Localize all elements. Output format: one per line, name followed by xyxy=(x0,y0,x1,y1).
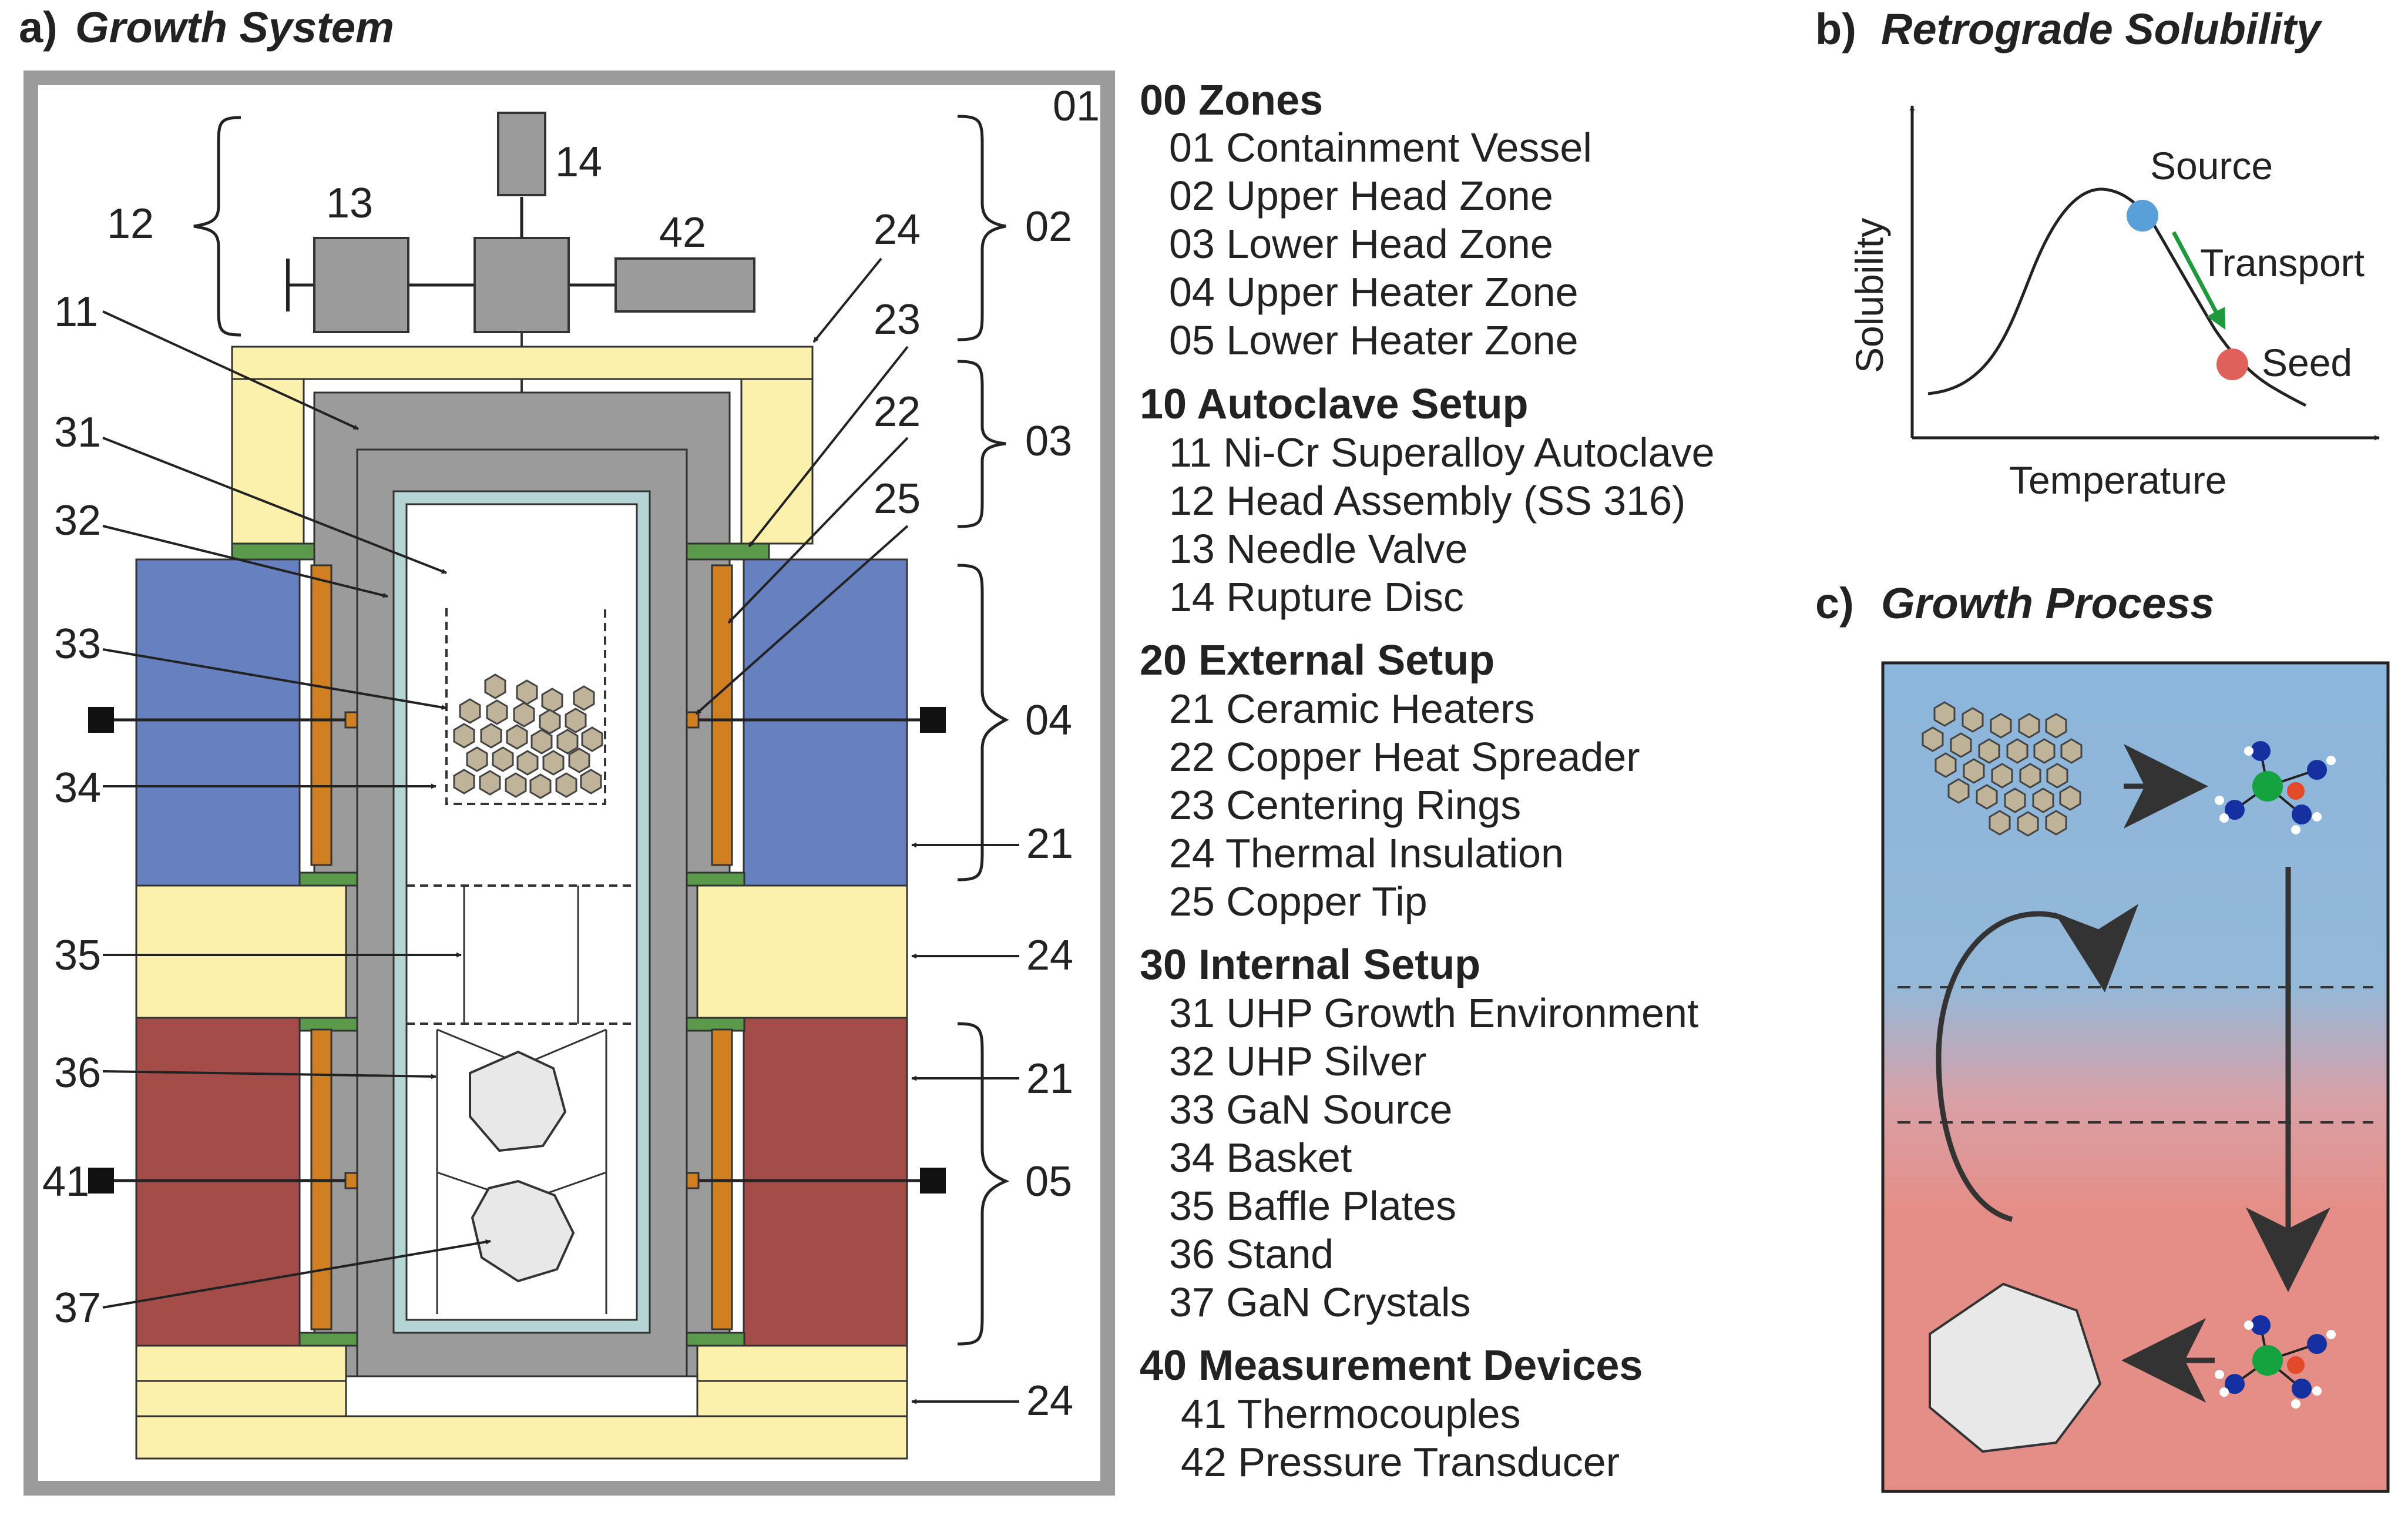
legend-header-zones: 00 Zones xyxy=(1140,77,1323,124)
label-14: 14 xyxy=(555,139,602,186)
legend-item: 41 Thermocouples xyxy=(1181,1391,1521,1437)
upper-insulation xyxy=(231,346,814,545)
baffle-plates xyxy=(407,884,637,1025)
legend-item: 14 Rupture Disc xyxy=(1169,574,1464,620)
legend-item: 02 Upper Head Zone xyxy=(1169,173,1553,219)
upper-heater-left xyxy=(135,558,301,887)
label-34: 34 xyxy=(54,765,101,812)
label-24-mid: 24 xyxy=(1026,932,1073,979)
legend-item: 25 Copper Tip xyxy=(1169,879,1428,924)
y-axis-label: Solubility xyxy=(1848,218,1891,373)
panel-a: a) Growth System xyxy=(19,3,1115,1496)
label-11: 11 xyxy=(54,289,98,336)
label-42: 42 xyxy=(659,209,706,256)
gan-crystals xyxy=(469,1050,575,1283)
zone-braces xyxy=(957,115,1010,1346)
legend-item: 31 UHP Growth Environment xyxy=(1169,990,1698,1036)
legend-item: 04 Upper Heater Zone xyxy=(1169,269,1579,315)
seed-crystal xyxy=(1929,1282,2102,1453)
label-24-bottom: 24 xyxy=(1026,1377,1073,1424)
label-37: 37 xyxy=(54,1285,101,1332)
label-36: 36 xyxy=(54,1050,101,1097)
label-21-upper: 21 xyxy=(1026,820,1073,867)
source-label: Source xyxy=(2150,144,2273,187)
legend-item: 34 Basket xyxy=(1169,1135,1352,1181)
legend-item: 12 Head Assembly (SS 316) xyxy=(1169,478,1685,524)
centering-rings xyxy=(231,542,770,1347)
legend-header-external: 20 External Setup xyxy=(1140,637,1494,684)
right-callouts xyxy=(695,257,1019,1404)
panel-b-title: Retrograde Solubility xyxy=(1881,5,2323,53)
legend-item: 33 GaN Source xyxy=(1169,1087,1452,1132)
label-01: 01 xyxy=(1053,83,1100,130)
legend-header-internal: 30 Internal Setup xyxy=(1140,941,1480,988)
legend-item: 36 Stand xyxy=(1169,1231,1334,1277)
transport-label: Transport xyxy=(2200,241,2365,284)
panel-c: c) Growth Process xyxy=(1815,579,2390,1493)
brace-12 xyxy=(193,116,241,337)
seed-label: Seed xyxy=(2262,341,2352,384)
head-block xyxy=(473,237,570,333)
panel-c-title: Growth Process xyxy=(1881,579,2215,628)
label-23: 23 xyxy=(874,296,921,343)
label-13: 13 xyxy=(326,180,373,227)
legend-item: 24 Thermal Insulation xyxy=(1169,830,1564,876)
label-22: 22 xyxy=(874,388,921,435)
legend-item: 35 Baffle Plates xyxy=(1169,1183,1456,1229)
legend-item: 05 Lower Heater Zone xyxy=(1169,317,1579,363)
panel-a-label: a) xyxy=(19,3,58,52)
legend-item: 37 GaN Crystals xyxy=(1169,1279,1470,1325)
panel-c-label: c) xyxy=(1815,579,1854,628)
label-02: 02 xyxy=(1025,203,1072,250)
legend-item: 32 UHP Silver xyxy=(1169,1038,1426,1084)
legend-item: 23 Centering Rings xyxy=(1169,782,1521,828)
label-04: 04 xyxy=(1025,697,1072,744)
middle-insulation xyxy=(135,884,908,1019)
label-25: 25 xyxy=(874,475,921,522)
label-03: 03 xyxy=(1025,418,1072,465)
legend-header-autoclave: 10 Autoclave Setup xyxy=(1140,381,1529,428)
bottom-insulation xyxy=(135,1345,908,1460)
solubility-curve xyxy=(1927,187,2307,407)
left-callouts xyxy=(102,310,491,1309)
upper-heater-right xyxy=(743,558,908,887)
panel-a-title: Growth System xyxy=(75,3,394,52)
legend-item: 21 Ceramic Heaters xyxy=(1169,686,1534,732)
legend-item: 13 Needle Valve xyxy=(1169,526,1468,572)
thermocouples xyxy=(88,707,946,1194)
panel-b: b) Retrograde Solubility Solubility Temp… xyxy=(1815,5,2380,502)
legend-item: 01 Containment Vessel xyxy=(1169,125,1592,170)
legend-item: 11 Ni-Cr Superalloy Autoclave xyxy=(1169,430,1715,475)
label-31: 31 xyxy=(54,409,101,456)
legend-item: 03 Lower Head Zone xyxy=(1169,221,1553,267)
legend-item: 22 Copper Heat Spreader xyxy=(1169,734,1640,780)
legend-item: 42 Pressure Transducer xyxy=(1181,1439,1620,1485)
label-24-top: 24 xyxy=(874,206,921,253)
panel-b-label: b) xyxy=(1815,5,1856,53)
pressure-transducer xyxy=(614,257,755,313)
seed-dot xyxy=(2216,348,2248,380)
rupture-disc xyxy=(497,112,546,196)
label-35: 35 xyxy=(54,932,101,979)
convection-arrow xyxy=(1936,904,2139,1222)
label-32: 32 xyxy=(54,497,101,544)
legend-header-measurement: 40 Measurement Devices xyxy=(1140,1342,1643,1389)
transport-arrow xyxy=(2171,231,2226,330)
label-05: 05 xyxy=(1025,1158,1072,1205)
label-12: 12 xyxy=(107,200,154,247)
label-21-lower: 21 xyxy=(1026,1055,1073,1102)
label-41: 41 xyxy=(42,1158,89,1205)
x-axis-label: Temperature xyxy=(2009,458,2227,502)
label-33: 33 xyxy=(54,621,101,668)
head-assembly xyxy=(286,112,755,502)
needle-valve xyxy=(313,237,409,333)
source-dot xyxy=(2127,200,2158,232)
legend: 00 Zones 01 Containment Vessel 02 Upper … xyxy=(1140,77,1715,1485)
